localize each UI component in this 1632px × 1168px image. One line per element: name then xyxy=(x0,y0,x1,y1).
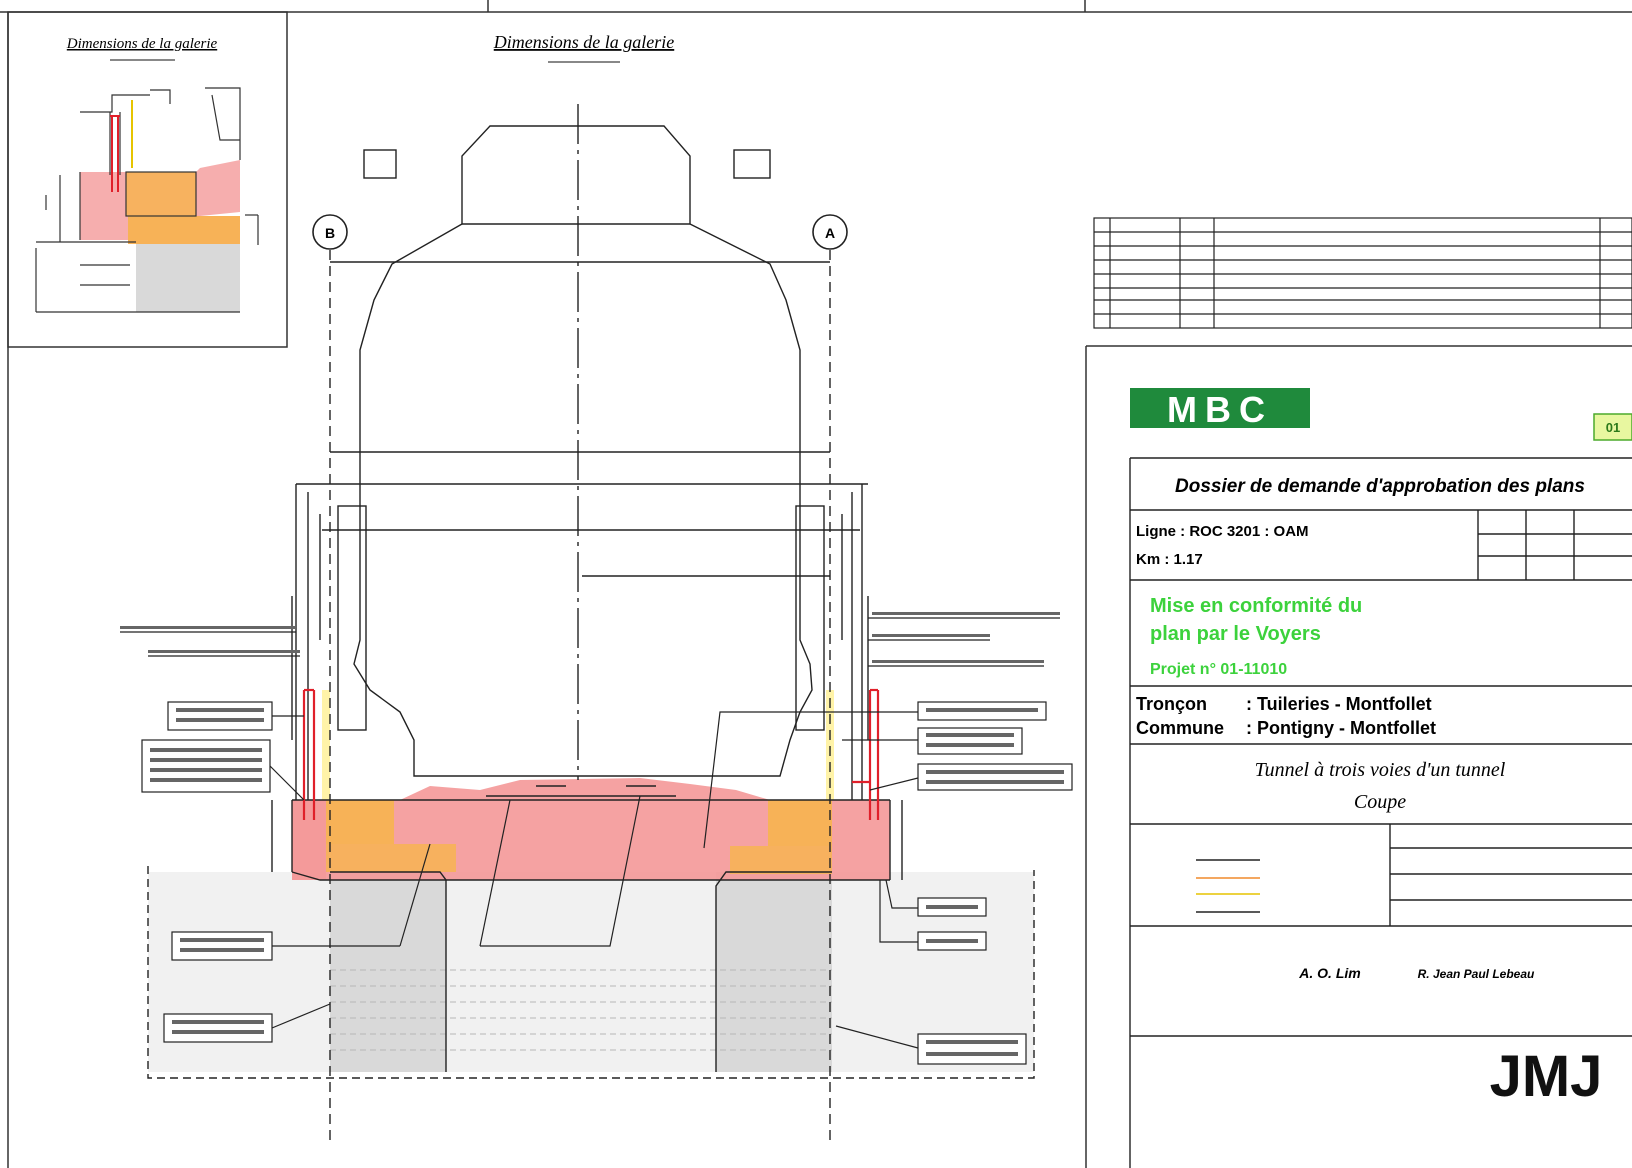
subject-line-2: Coupe xyxy=(1354,791,1406,813)
jmj-brand: JMJ xyxy=(1490,1044,1603,1109)
signature-right: R. Jean Paul Lebeau xyxy=(1418,967,1535,981)
view-tag-left xyxy=(363,149,397,179)
revision-table xyxy=(1093,217,1632,329)
highlight-line-1: Mise en conformité du xyxy=(1150,595,1362,617)
title-block-heading: Dossier de demande d'approbation des pla… xyxy=(1175,476,1585,497)
main-title: Dimensions de la galerie xyxy=(493,32,674,52)
ballast-hatching xyxy=(330,969,832,1051)
commune-value: : Pontigny - Montfollet xyxy=(1246,718,1436,738)
inset-title: Dimensions de la galerie xyxy=(66,36,218,52)
legend-lines xyxy=(1196,859,1260,913)
axis-a-label: A xyxy=(825,225,835,241)
stamp-badge: 01 xyxy=(1593,413,1632,441)
signature-left: A. O. Lim xyxy=(1298,965,1360,981)
stamp-text: 01 xyxy=(1606,420,1620,435)
axis-b-label: B xyxy=(325,225,335,241)
mbc-logo: MBC xyxy=(1130,388,1310,430)
section-fills xyxy=(148,690,1034,1072)
inset-key-plan: Dimensions de la galerie xyxy=(7,11,288,348)
highlight-line-3: Projet n° 01-11010 xyxy=(1150,661,1287,678)
logo-text: MBC xyxy=(1167,389,1273,430)
tunnel-outline xyxy=(147,104,1035,1140)
troncon-label: Tronçon xyxy=(1136,694,1207,714)
subject-line-1: Tunnel à trois voies d'un tunnel xyxy=(1255,759,1506,781)
line-ref-2: Km : 1.17 xyxy=(1136,551,1203,568)
highlight-line-2: plan par le Voyers xyxy=(1150,623,1321,645)
view-tag-right xyxy=(733,149,771,179)
axis-marker-b: B xyxy=(312,214,348,250)
commune-label: Commune xyxy=(1136,718,1224,738)
leader-lines xyxy=(120,617,1060,1049)
title-block: MBC 01 Dossier d xyxy=(1129,388,1632,1168)
callout-text-bars xyxy=(120,612,1064,1056)
axis-marker-a: A xyxy=(812,214,848,250)
troncon-value: : Tuileries - Montfollet xyxy=(1246,694,1432,714)
line-ref-1: Ligne : ROC 3201 : OAM xyxy=(1136,523,1309,540)
